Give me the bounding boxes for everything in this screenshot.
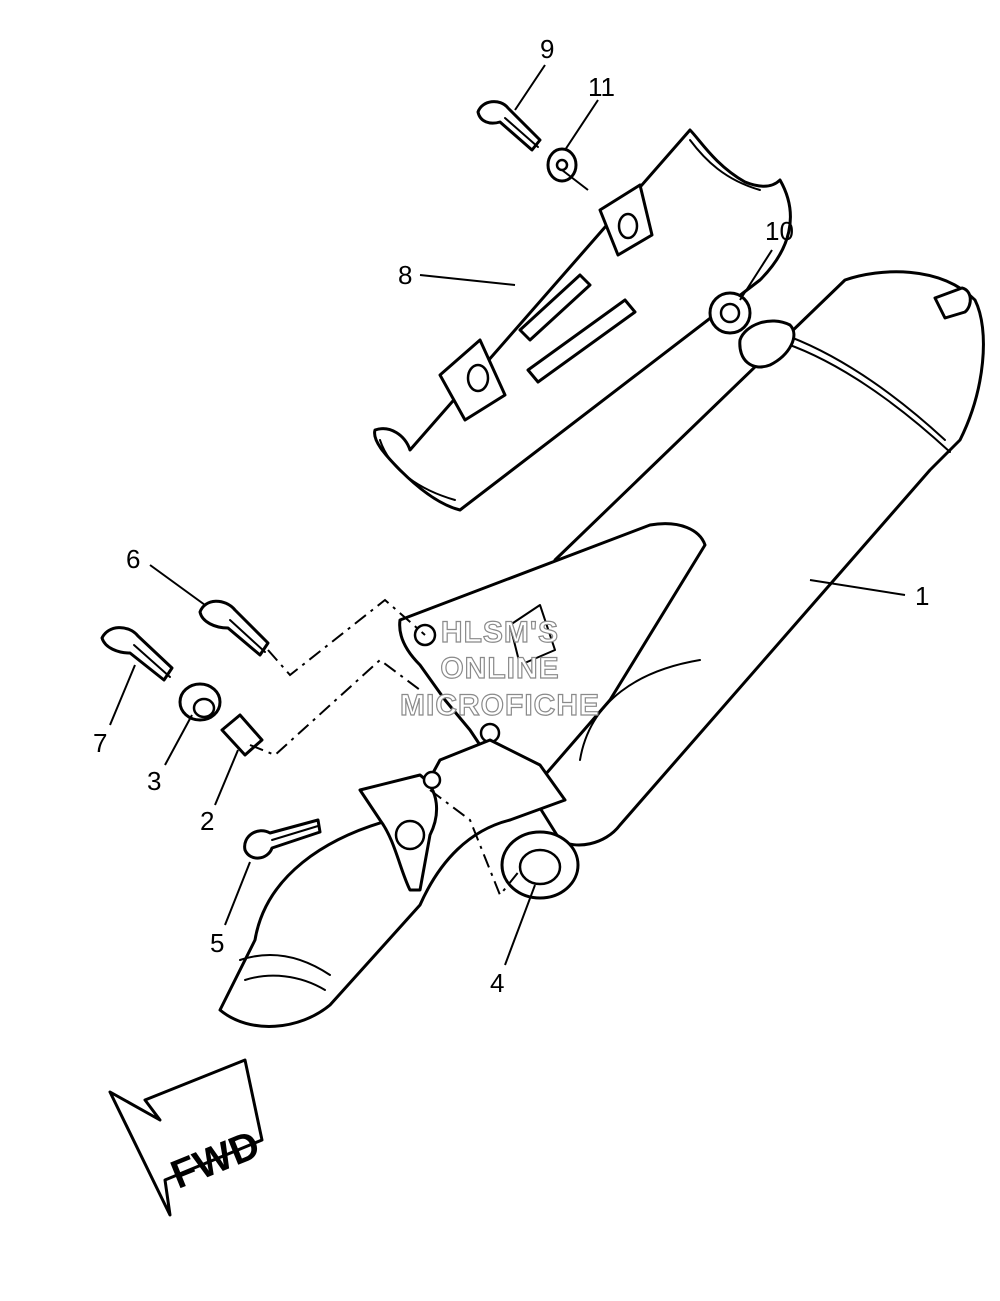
- collar-3: [178, 682, 222, 722]
- callout-1: 1: [915, 581, 929, 611]
- exhaust-pipe: [218, 738, 567, 1028]
- washer-10: [708, 291, 752, 335]
- gasket: [500, 830, 580, 900]
- bolt-9: [476, 100, 542, 152]
- callout-9: 9: [540, 34, 554, 64]
- callout-3: 3: [147, 766, 161, 796]
- washer-11: [546, 147, 578, 183]
- watermark-line-1: HLSM'S: [441, 616, 559, 649]
- collar-2: [220, 713, 264, 757]
- watermark-line-3: MICROFICHE: [400, 689, 600, 722]
- heat-shield: [373, 128, 792, 512]
- bolt-5: [243, 818, 322, 860]
- callout-7: 7: [93, 728, 107, 758]
- callout-8: 8: [398, 260, 412, 290]
- assembly-lines: [249, 598, 521, 897]
- bolt-6: [198, 599, 270, 657]
- watermark-line-2: ONLINE: [440, 652, 559, 685]
- callout-2: 2: [200, 806, 214, 836]
- callout-6: 6: [126, 544, 140, 574]
- callout-4: 4: [490, 968, 504, 998]
- muffler: [518, 270, 985, 847]
- fwd-direction-arrow: FWD: [108, 1058, 266, 1217]
- watermark: HLSM'S ONLINE MICROFICHE: [399, 615, 600, 722]
- bolt-7: [100, 626, 174, 682]
- callout-5: 5: [210, 928, 224, 958]
- leader-lines: [109, 64, 906, 966]
- callout-11: 11: [588, 72, 615, 102]
- callouts: 9 11 10 8 1 6 7 3 2 5 4: [93, 34, 929, 998]
- callout-10: 10: [765, 216, 794, 246]
